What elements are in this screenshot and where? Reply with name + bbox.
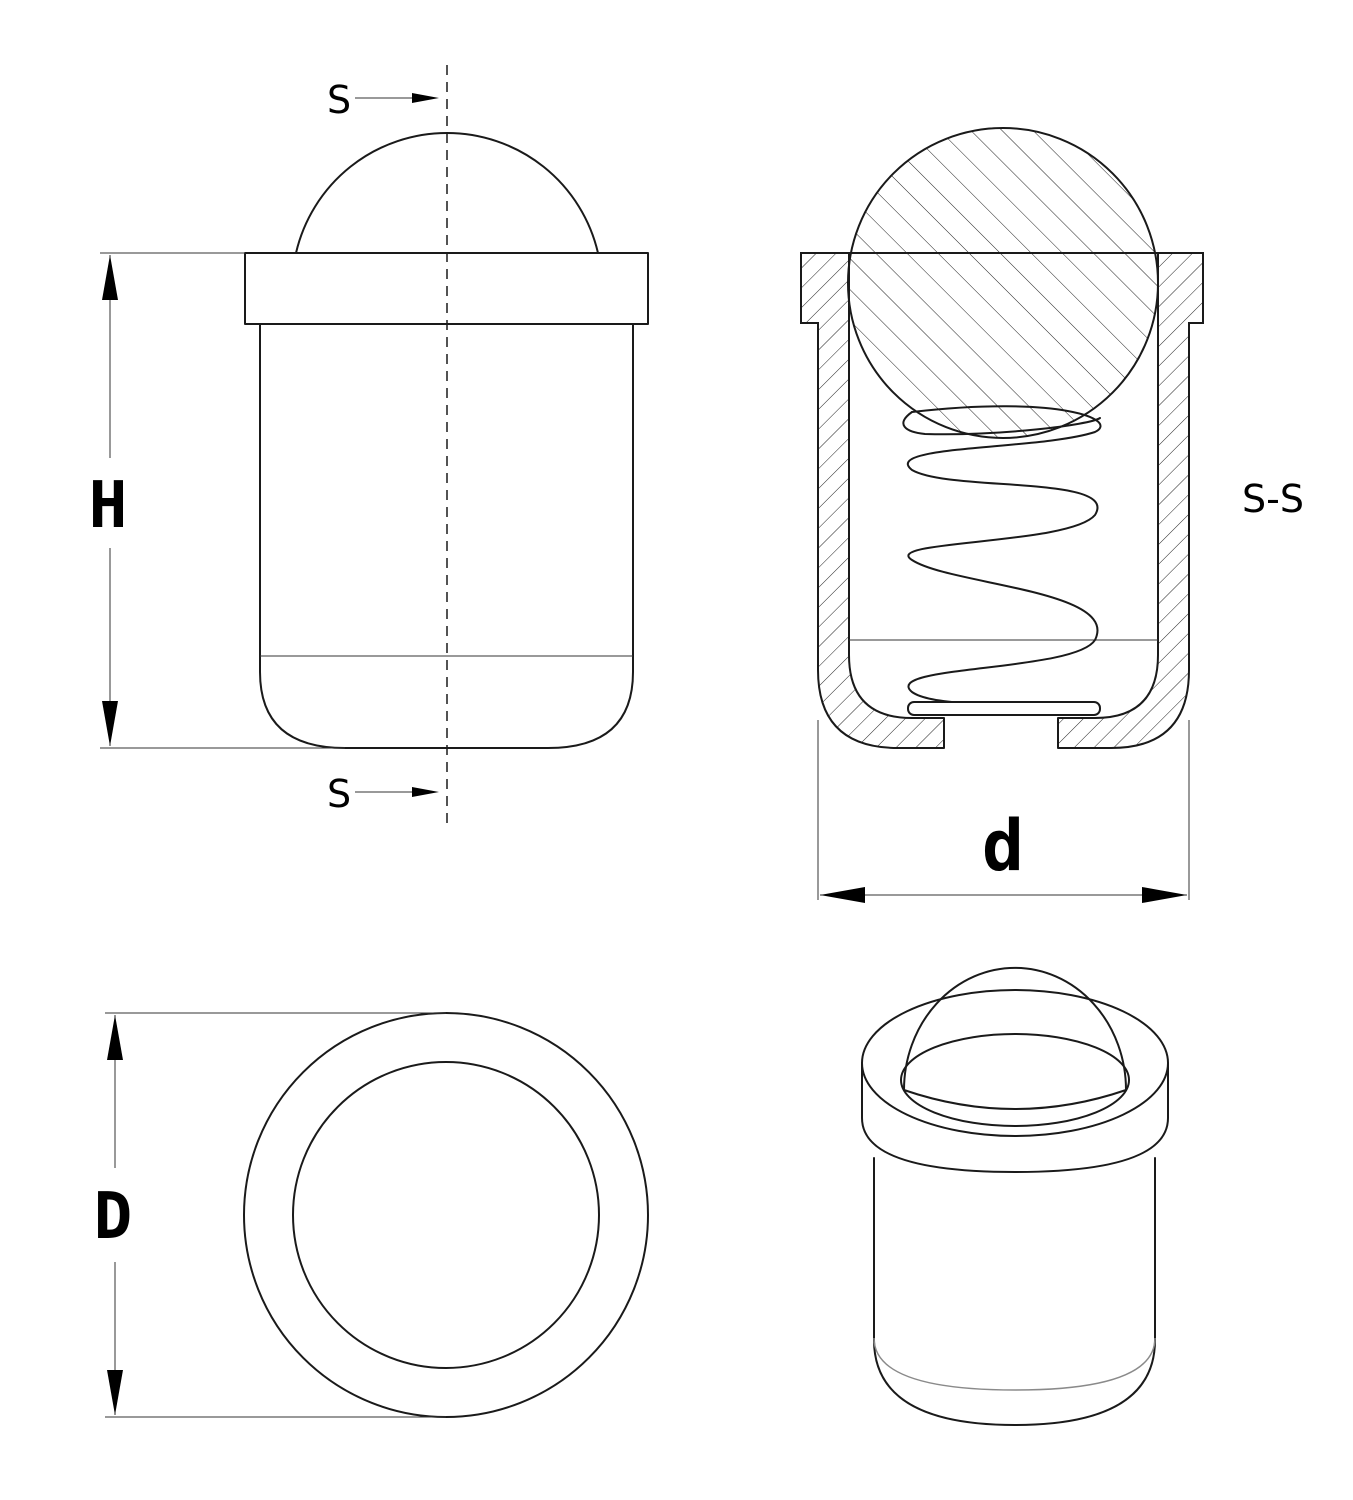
front-view: S S H: [89, 65, 649, 828]
iso-body: [873, 1157, 1156, 1426]
section-arrow-bottom-head: [412, 787, 439, 797]
dim-h-arrow-top: [102, 255, 118, 300]
spring-base-coil: [907, 701, 1101, 716]
section-title-label: S-S: [1242, 477, 1304, 521]
top-inner-circle: [292, 1061, 600, 1369]
dim-h-arrow-bottom: [102, 701, 118, 746]
iso-flange-top: [861, 989, 1169, 1137]
dim-D-arrow-bottom: [107, 1370, 123, 1415]
dim-d-arrow-right: [1142, 887, 1187, 903]
iso-flange-side: [861, 1062, 1169, 1173]
section-label-bottom: S: [327, 772, 351, 816]
section-bottom-hole: [944, 716, 1058, 749]
dim-d-label: d: [982, 805, 1024, 887]
iso-body-chamfer-line: [873, 1337, 1156, 1391]
iso-view: [861, 966, 1169, 1426]
section-housing-hatch: [800, 252, 1204, 749]
section-arrow-top-head: [412, 93, 439, 103]
section-label-top: S: [327, 78, 351, 122]
section-view: S-S d: [800, 127, 1304, 903]
section-ball: [847, 127, 1159, 439]
iso-ball-opening: [900, 1033, 1130, 1127]
dim-d-arrow-left: [820, 887, 865, 903]
dim-D-arrow-top: [107, 1015, 123, 1060]
dim-D-label: D: [94, 1180, 133, 1254]
section-spring: [902, 405, 1102, 716]
dim-h-label: H: [89, 469, 128, 543]
top-outer-circle: [243, 1012, 649, 1418]
top-view: D: [94, 1012, 649, 1418]
iso-ball-dome: [903, 966, 1127, 1091]
